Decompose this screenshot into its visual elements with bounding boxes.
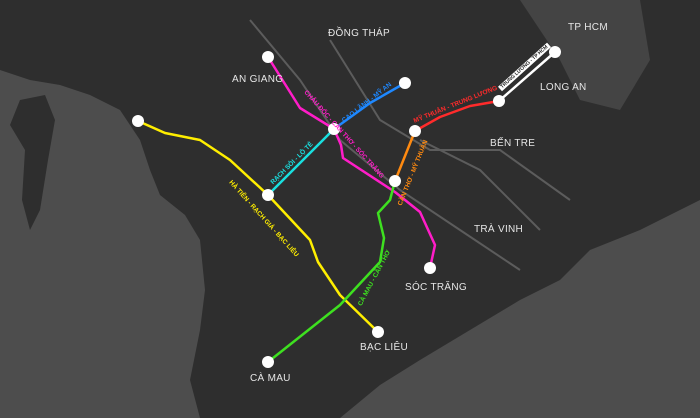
marker-my-an[interactable]: [399, 77, 411, 89]
route-trung-luong-hcm: [497, 50, 557, 103]
province-tp-hcm: TP HCM: [568, 22, 608, 33]
land-phu-quoc: [10, 95, 55, 230]
province-an-giang: AN GIANG: [232, 74, 284, 85]
route-my-thuan-trung-luong: [413, 99, 501, 133]
city-markers: [132, 46, 561, 368]
marker-ha-tien[interactable]: [132, 115, 144, 127]
route-cao-lanh-my-an: [332, 81, 407, 131]
marker-rach-soi[interactable]: [262, 189, 274, 201]
province-ca-mau: CÀ MAU: [250, 373, 291, 384]
province-tra-vinh: TRÀ VINH: [474, 224, 524, 235]
province-bac-lieu: BẠC LIÊU: [360, 342, 408, 353]
province-soc-trang: SÓC TRĂNG: [405, 282, 467, 293]
land-hcm-area: [520, 0, 650, 110]
route-rach-soi-lo-te: [266, 127, 336, 197]
marker-chau-doc[interactable]: [262, 51, 274, 63]
route-chau-doc-soc-trang: [266, 55, 437, 270]
province-long-an: LONG AN: [540, 82, 587, 93]
marker-can-tho[interactable]: [389, 175, 401, 187]
province-dong-thap: ĐỒNG THÁP: [328, 28, 390, 39]
marker-bac-lieu[interactable]: [372, 326, 384, 338]
marker-soc-trang[interactable]: [424, 262, 436, 274]
province-ben-tre: BẾN TRE: [490, 138, 536, 149]
marker-my-thuan[interactable]: [409, 125, 421, 137]
route-can-tho-my-thuan: [393, 129, 417, 183]
marker-tp-hcm[interactable]: [549, 46, 561, 58]
marker-ca-mau[interactable]: [262, 356, 274, 368]
rivers: [249, 19, 571, 271]
route-ca-mau-can-tho: [266, 179, 397, 364]
marker-trung-luong[interactable]: [493, 95, 505, 107]
marker-cao-lanh[interactable]: [328, 123, 340, 135]
